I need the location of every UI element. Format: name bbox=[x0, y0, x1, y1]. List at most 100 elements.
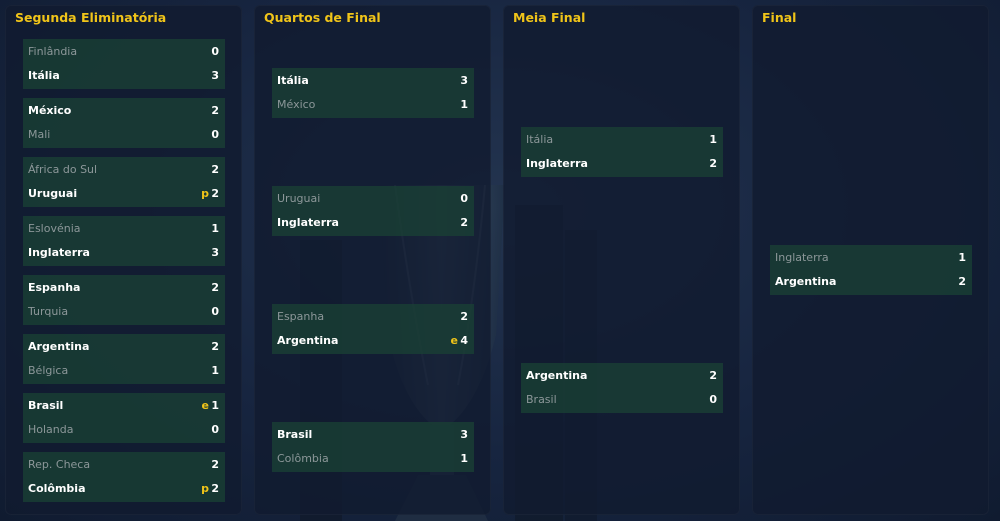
match-card[interactable]: Argentina 2 Brasil 0 bbox=[521, 363, 723, 413]
round-column-meia-final: Meia Final Itália 1 Inglaterra 2 Argenti… bbox=[503, 5, 740, 515]
team-row: Argentina e 4 bbox=[272, 329, 474, 352]
team-score: 0 bbox=[211, 45, 219, 58]
team-score: 2 bbox=[211, 281, 219, 294]
team-name: Itália bbox=[28, 69, 60, 82]
team-score: 4 bbox=[460, 334, 468, 347]
team-name: Argentina bbox=[28, 340, 90, 353]
match-card[interactable]: África do Sul 2 Uruguai p 2 bbox=[23, 157, 225, 207]
team-name: Brasil bbox=[526, 393, 557, 406]
match-card[interactable]: Argentina 2 Bélgica 1 bbox=[23, 334, 225, 384]
team-name: Bélgica bbox=[28, 364, 69, 377]
team-score: 1 bbox=[709, 133, 717, 146]
team-name: Argentina bbox=[775, 275, 837, 288]
team-name: Mali bbox=[28, 128, 51, 141]
team-row: Espanha 2 bbox=[23, 276, 225, 299]
team-row: Itália 3 bbox=[272, 69, 474, 92]
team-score: 3 bbox=[211, 69, 219, 82]
team-name: Brasil bbox=[277, 428, 313, 441]
team-name: Uruguai bbox=[277, 192, 321, 205]
match-card[interactable]: México 2 Mali 0 bbox=[23, 98, 225, 148]
team-row: Eslovénia 1 bbox=[23, 217, 225, 240]
team-score: 2 bbox=[211, 340, 219, 353]
team-name: Argentina bbox=[277, 334, 339, 347]
team-row: Inglaterra 3 bbox=[23, 241, 225, 264]
team-name: Eslovénia bbox=[28, 222, 81, 235]
team-row: Bélgica 1 bbox=[23, 359, 225, 382]
team-row: Brasil 0 bbox=[521, 388, 723, 411]
match-card[interactable]: Rep. Checa 2 Colômbia p 2 bbox=[23, 452, 225, 502]
team-row: Itália 1 bbox=[521, 128, 723, 151]
team-score: 1 bbox=[211, 222, 219, 235]
match-card[interactable]: Eslovénia 1 Inglaterra 3 bbox=[23, 216, 225, 266]
round-column-final: Final Inglaterra 1 Argentina 2 bbox=[752, 5, 989, 515]
team-name: Itália bbox=[526, 133, 554, 146]
team-score: 2 bbox=[211, 163, 219, 176]
team-score: 2 bbox=[211, 187, 219, 200]
round-title: Quartos de Final bbox=[264, 10, 381, 25]
team-score: 2 bbox=[709, 369, 717, 382]
team-row: Mali 0 bbox=[23, 123, 225, 146]
team-row: Itália 3 bbox=[23, 64, 225, 87]
team-name: México bbox=[277, 98, 316, 111]
team-score: 1 bbox=[958, 251, 966, 264]
match-card[interactable]: Espanha 2 Argentina e 4 bbox=[272, 304, 474, 354]
team-score: 2 bbox=[460, 310, 468, 323]
team-name: Colômbia bbox=[28, 482, 86, 495]
team-name: Inglaterra bbox=[28, 246, 90, 259]
team-name: Espanha bbox=[28, 281, 81, 294]
team-row: Holanda 0 bbox=[23, 418, 225, 441]
team-row: Uruguai p 2 bbox=[23, 182, 225, 205]
team-name: Espanha bbox=[277, 310, 325, 323]
team-row: Turquia 0 bbox=[23, 300, 225, 323]
team-score: 1 bbox=[460, 452, 468, 465]
team-row: Brasil 3 bbox=[272, 423, 474, 446]
round-title: Meia Final bbox=[513, 10, 586, 25]
team-row: Uruguai 0 bbox=[272, 187, 474, 210]
team-name: África do Sul bbox=[28, 163, 98, 176]
team-score: 2 bbox=[460, 216, 468, 229]
round-column-segunda-eliminatoria: Segunda Eliminatória Finlândia 0 Itália … bbox=[5, 5, 242, 515]
team-name: Itália bbox=[277, 74, 309, 87]
match-card[interactable]: Brasil e 1 Holanda 0 bbox=[23, 393, 225, 443]
team-name: Inglaterra bbox=[775, 251, 829, 264]
team-row: Espanha 2 bbox=[272, 305, 474, 328]
team-score: 0 bbox=[211, 128, 219, 141]
team-row: México 1 bbox=[272, 93, 474, 116]
match-card[interactable]: Brasil 3 Colômbia 1 bbox=[272, 422, 474, 472]
round-title: Final bbox=[762, 10, 797, 25]
team-score: 1 bbox=[211, 399, 219, 412]
team-score: 1 bbox=[211, 364, 219, 377]
team-row: Inglaterra 1 bbox=[770, 246, 972, 269]
team-name: Inglaterra bbox=[526, 157, 588, 170]
match-card[interactable]: Inglaterra 1 Argentina 2 bbox=[770, 245, 972, 295]
team-row: Colômbia 1 bbox=[272, 447, 474, 470]
team-row: África do Sul 2 bbox=[23, 158, 225, 181]
match-card[interactable]: Finlândia 0 Itália 3 bbox=[23, 39, 225, 89]
team-row: Argentina 2 bbox=[521, 364, 723, 387]
team-score: 0 bbox=[709, 393, 717, 406]
match-card[interactable]: Uruguai 0 Inglaterra 2 bbox=[272, 186, 474, 236]
team-score: 2 bbox=[211, 482, 219, 495]
team-score: 3 bbox=[211, 246, 219, 259]
result-flag: e bbox=[450, 334, 458, 347]
team-row: Argentina 2 bbox=[23, 335, 225, 358]
match-card[interactable]: Itália 3 México 1 bbox=[272, 68, 474, 118]
match-card[interactable]: Itália 1 Inglaterra 2 bbox=[521, 127, 723, 177]
team-name: México bbox=[28, 104, 72, 117]
team-score: 3 bbox=[460, 428, 468, 441]
team-name: Colômbia bbox=[277, 452, 329, 465]
team-score: 2 bbox=[958, 275, 966, 288]
team-row: Brasil e 1 bbox=[23, 394, 225, 417]
team-score: 2 bbox=[709, 157, 717, 170]
team-name: Uruguai bbox=[28, 187, 78, 200]
team-row: Finlândia 0 bbox=[23, 40, 225, 63]
team-name: Brasil bbox=[28, 399, 64, 412]
team-name: Finlândia bbox=[28, 45, 78, 58]
team-row: Inglaterra 2 bbox=[521, 152, 723, 175]
team-row: Inglaterra 2 bbox=[272, 211, 474, 234]
match-card[interactable]: Espanha 2 Turquia 0 bbox=[23, 275, 225, 325]
round-column-quartos-de-final: Quartos de Final Itália 3 México 1 Urugu… bbox=[254, 5, 491, 515]
team-name: Inglaterra bbox=[277, 216, 339, 229]
team-score: 0 bbox=[211, 305, 219, 318]
team-row: Argentina 2 bbox=[770, 270, 972, 293]
